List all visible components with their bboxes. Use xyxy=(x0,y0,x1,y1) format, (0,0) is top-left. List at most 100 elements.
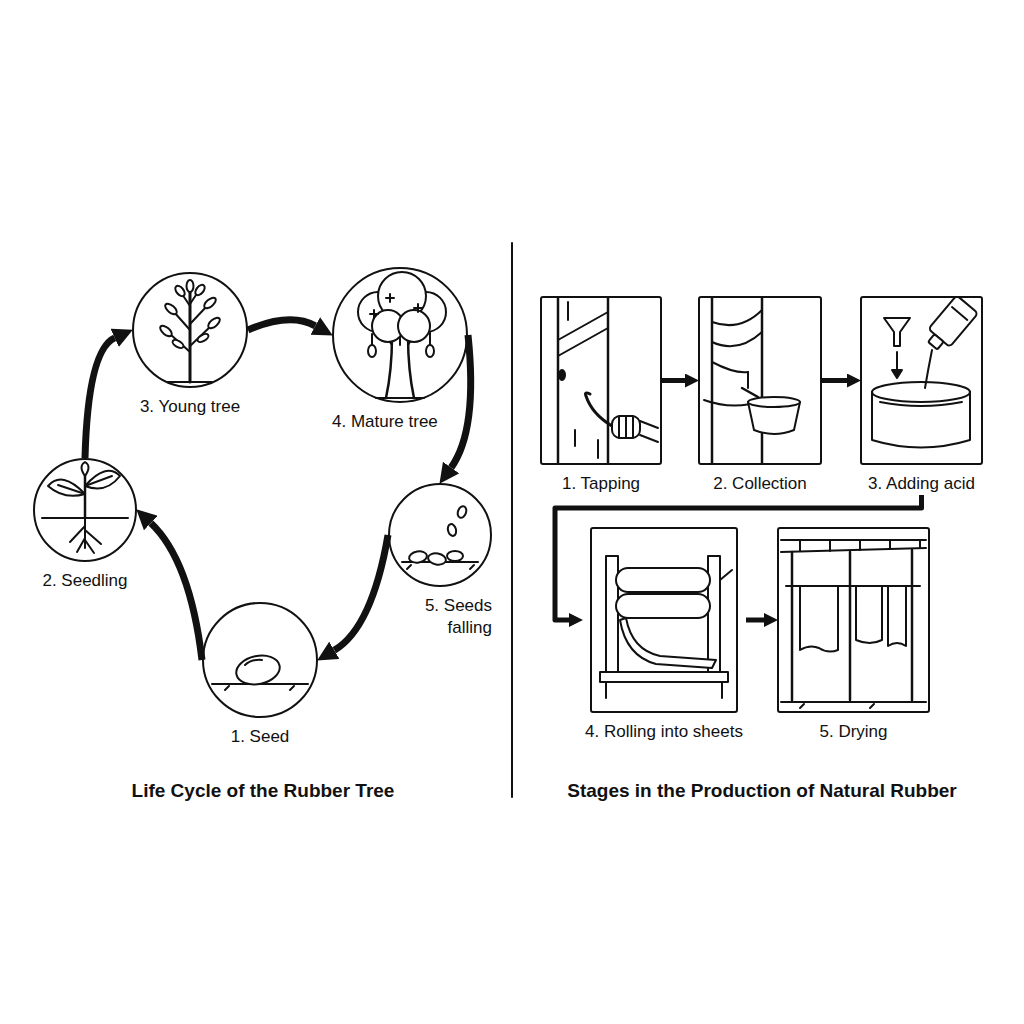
rolling-drawing xyxy=(600,672,728,682)
tapping-drawing xyxy=(619,416,633,438)
process-step: 3. Adding acid xyxy=(860,296,983,495)
rolling-drawing xyxy=(620,618,716,668)
process-step: 4. Rolling into sheets xyxy=(582,527,746,743)
rolling-drawing xyxy=(708,556,720,672)
divider-line xyxy=(511,243,513,797)
rolling-drawing xyxy=(606,682,722,698)
falling-seeds-drawing xyxy=(402,505,478,569)
process-step: 1. Tapping xyxy=(540,296,662,495)
bottle xyxy=(922,295,978,354)
stage-label: 1. Tapping xyxy=(540,473,662,495)
process-panel xyxy=(540,296,662,465)
rolling-drawing xyxy=(606,556,618,672)
drying-drawing xyxy=(781,701,926,703)
seedling-stage: 2. Seedling xyxy=(33,458,137,592)
line-art xyxy=(42,243,978,797)
tapping-drawing xyxy=(559,370,565,380)
seed-pod xyxy=(426,345,434,357)
collection-drawing xyxy=(742,388,758,397)
bottle xyxy=(952,307,967,320)
seed-drawing xyxy=(245,660,262,665)
drying-drawing xyxy=(800,540,920,551)
collection-drawing xyxy=(712,298,762,463)
tapping-drawing xyxy=(558,312,608,356)
process-arrow xyxy=(662,378,685,383)
stage-circle xyxy=(388,483,492,587)
acid-drawing xyxy=(892,370,902,378)
seedling-drawing xyxy=(58,476,112,494)
leaf xyxy=(48,462,120,496)
rolling-drawing xyxy=(600,556,732,698)
leaf xyxy=(173,284,186,298)
tree-canopy xyxy=(358,272,446,342)
stage-label: 4. Rolling into sheets xyxy=(582,721,746,743)
acid-drawing xyxy=(872,295,978,447)
tapping-drawing xyxy=(558,298,608,463)
mature-tree-drawing xyxy=(370,294,422,318)
leaf xyxy=(171,338,184,349)
rolling-drawing xyxy=(616,568,710,592)
cycle-arrow xyxy=(248,320,315,330)
process-panel xyxy=(860,296,983,465)
drying-drawing xyxy=(856,586,882,643)
section-title: Life Cycle of the Rubber Tree xyxy=(43,779,483,803)
drying-drawing xyxy=(888,586,906,646)
tapping-drawing xyxy=(558,298,658,463)
seed-drawing xyxy=(212,652,308,690)
stage-circle xyxy=(132,272,248,388)
tree-canopy xyxy=(398,310,430,342)
process-step: 5. Drying xyxy=(777,527,930,743)
leaf xyxy=(193,283,206,297)
tapping-drawing xyxy=(612,416,640,438)
seeds-falling-stage: 5. Seeds falling xyxy=(388,483,492,639)
collection-drawing xyxy=(712,310,762,372)
mature-tree-drawing xyxy=(372,332,430,345)
seed-drawing xyxy=(234,652,283,689)
rolling-drawing xyxy=(720,570,732,580)
leaf xyxy=(158,280,221,350)
rolling-drawing xyxy=(616,594,710,618)
process-arrow xyxy=(822,378,847,383)
bottle xyxy=(928,334,944,349)
tapping-drawing xyxy=(586,393,613,426)
process-arrow xyxy=(746,618,764,623)
mature-tree-drawing xyxy=(358,272,446,398)
seed xyxy=(447,551,463,561)
young-tree-drawing xyxy=(170,292,211,352)
stage-circle xyxy=(33,458,137,562)
seed xyxy=(427,552,447,566)
leaf xyxy=(82,462,89,476)
leaf xyxy=(206,316,221,330)
drying-drawing xyxy=(800,704,874,708)
cycle-arrow xyxy=(451,335,471,468)
cycle-arrow xyxy=(334,535,388,650)
stage-label: 2. Seedling xyxy=(33,570,137,592)
cycle-arrow xyxy=(85,338,115,458)
stage-label: 5. Seeds falling xyxy=(412,595,492,639)
mature-tree-stage: 4. Mature tree xyxy=(332,267,468,433)
leaf xyxy=(187,280,194,292)
stage-label: 4. Mature tree xyxy=(332,411,468,433)
drying-drawing xyxy=(800,586,838,652)
process-panel xyxy=(698,296,822,465)
seed-stage: 1. Seed xyxy=(202,602,318,748)
stage-circle xyxy=(202,602,318,718)
young-tree-stage: 3. Young tree xyxy=(132,272,248,418)
process-panel xyxy=(777,527,930,713)
acid-drawing xyxy=(872,382,970,402)
stage-label: 5. Drying xyxy=(777,721,930,743)
stage-circle xyxy=(332,267,468,403)
collection-drawing xyxy=(747,372,749,388)
stage-label: 2. Collection xyxy=(698,473,822,495)
section-title: Stages in the Production of Natural Rubb… xyxy=(522,779,1002,803)
acid-drawing xyxy=(884,318,910,346)
tapping-drawing xyxy=(640,421,658,442)
seed xyxy=(408,550,428,564)
drying-drawing xyxy=(781,540,926,708)
collection-drawing xyxy=(748,397,800,407)
falling-seeds-drawing xyxy=(407,565,474,569)
mature-tree-drawing xyxy=(376,397,424,399)
seed-pod xyxy=(368,345,434,357)
